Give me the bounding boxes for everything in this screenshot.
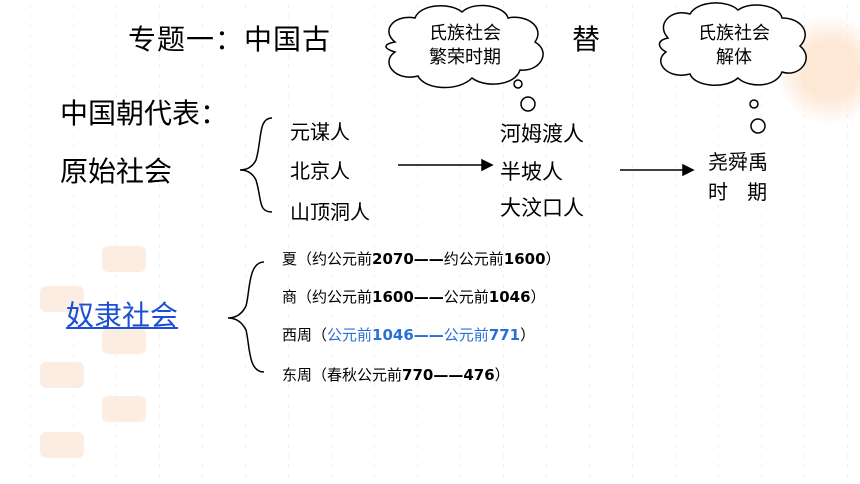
legendary-period-label: 尧舜禹: [708, 150, 768, 174]
dynasty-shang: 商（约公元前1600——公元前1046）: [282, 288, 546, 306]
neolithic-site-item: 半坡人: [500, 160, 563, 184]
decorative-stamp: [102, 328, 146, 354]
slide-title-end: 替: [572, 23, 601, 56]
neolithic-site-item: 河姆渡人: [500, 122, 584, 146]
early-human-item: 北京人: [290, 159, 350, 183]
early-human-item: 山顶洞人: [290, 200, 370, 224]
decorative-stamp: [40, 362, 84, 388]
arrow-to-neolithic: [398, 158, 494, 172]
slave-society-link[interactable]: 奴隶社会: [66, 299, 179, 332]
dynasty-western-zhou: 西周（公元前1046——公元前771）: [282, 326, 536, 344]
decorative-stamp: [102, 246, 146, 272]
slide-title: 专题一：中国古: [128, 23, 332, 56]
cloud-dissolution-text: 氏族社会 解体: [698, 23, 770, 68]
decorative-stamp: [40, 286, 84, 312]
early-human-item: 元谋人: [290, 120, 350, 144]
primitive-society-heading: 原始社会: [60, 155, 173, 188]
dynasty-xia: 夏（约公元前2070——约公元前1600）: [282, 250, 561, 268]
brace-slave: [227, 261, 265, 373]
dynasty-eastern-zhou: 东周（春秋公元前770——476）: [282, 366, 510, 384]
cloud-dissolution: [658, 2, 807, 134]
dynasty-table-heading: 中国朝代表：: [60, 97, 229, 130]
cloud-prosperity: [385, 4, 544, 112]
arrow-to-legendary: [620, 163, 695, 177]
decorative-stamp: [102, 396, 146, 422]
cloud-prosperity-text: 氏族社会 繁荣时期: [429, 23, 501, 68]
decorative-stamp: [40, 432, 84, 458]
neolithic-site-item: 大汶口人: [500, 196, 584, 220]
legendary-period-label: 时 期: [708, 180, 768, 204]
brace-primitive: [239, 117, 273, 213]
